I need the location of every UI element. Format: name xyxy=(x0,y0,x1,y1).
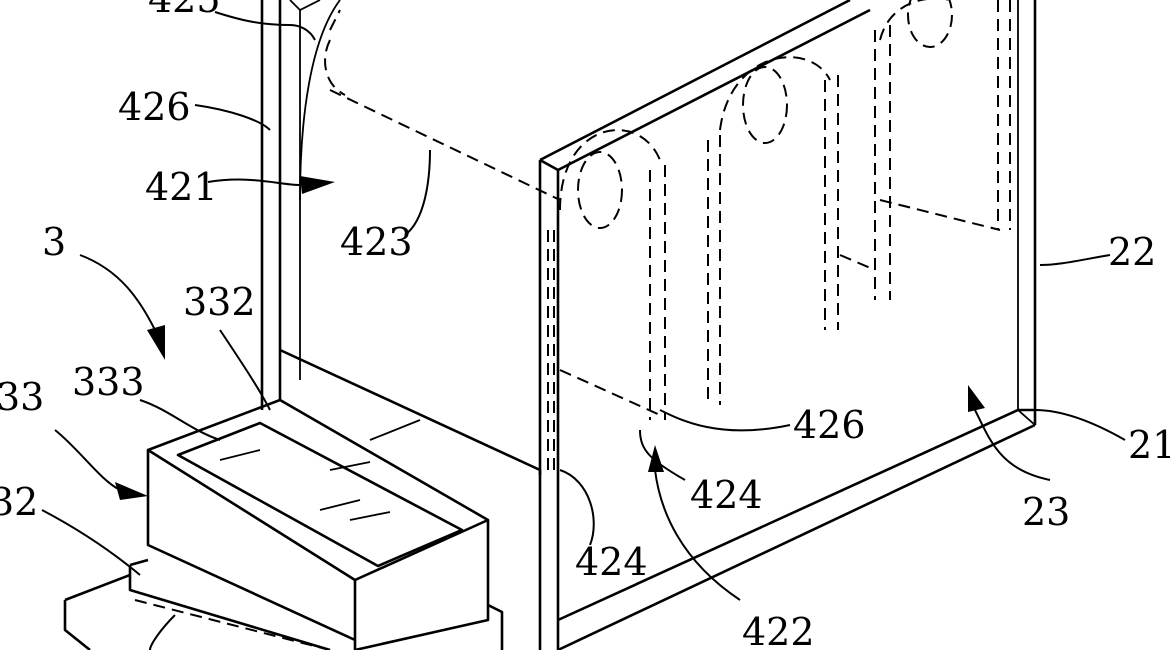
label-426-front: 426 xyxy=(793,403,866,447)
label-21: 21 xyxy=(1128,423,1170,467)
base-plate xyxy=(279,348,542,650)
label-22: 22 xyxy=(1108,230,1156,274)
label-23: 23 xyxy=(1022,490,1070,534)
label-332: 332 xyxy=(183,280,256,324)
label-422: 422 xyxy=(742,610,815,650)
label-423: 423 xyxy=(340,220,413,264)
label-424-right: 424 xyxy=(690,473,763,517)
front-panel xyxy=(538,0,1037,650)
label-424-left: 424 xyxy=(575,540,648,584)
rear-post xyxy=(260,0,341,410)
label-32: 32 xyxy=(0,480,38,524)
hidden-internals xyxy=(324,0,1011,470)
label-421: 421 xyxy=(145,165,218,209)
label-425: 425 xyxy=(148,0,221,21)
label-3: 3 xyxy=(42,220,66,264)
label-426-top: 426 xyxy=(118,85,191,129)
module-3 xyxy=(63,398,504,650)
indicator-arrows xyxy=(54,176,1051,601)
label-33: 33 xyxy=(0,375,44,419)
label-333: 333 xyxy=(72,360,145,404)
leader-lines xyxy=(41,11,1126,650)
